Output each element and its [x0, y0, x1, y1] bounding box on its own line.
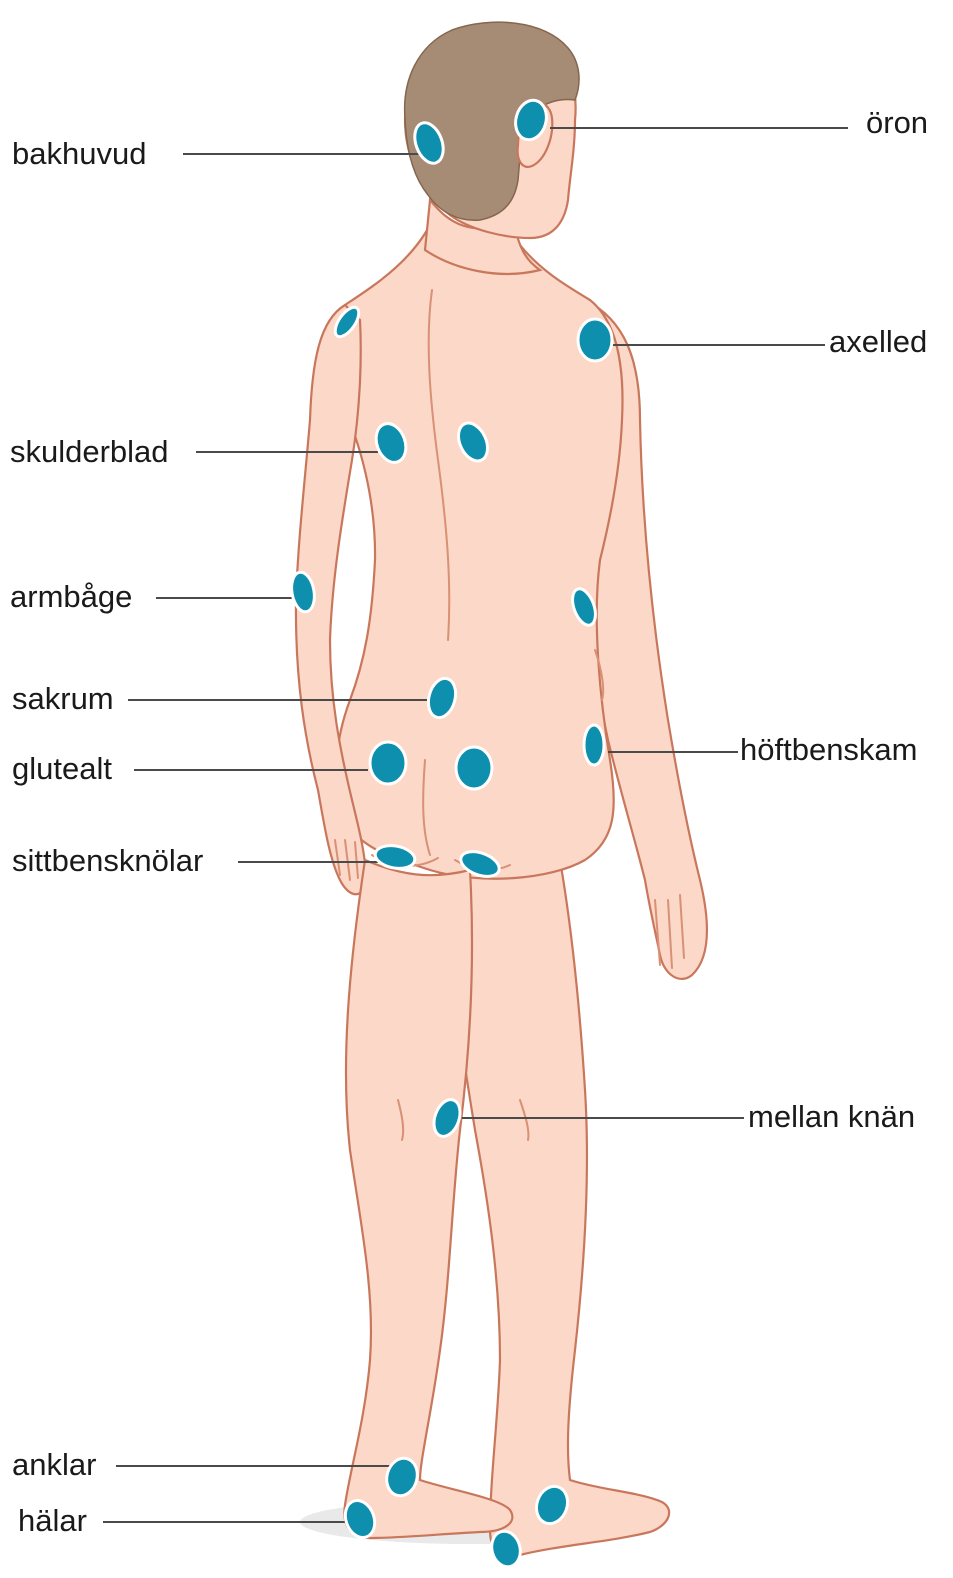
pressure-spot-glutealt-left — [370, 742, 406, 784]
label-skulderblad: skulderblad — [10, 436, 169, 467]
label-bakhuvud: bakhuvud — [12, 138, 146, 169]
label-halar: hälar — [18, 1505, 87, 1536]
label-glutealt: glutealt — [12, 753, 112, 784]
label-axelled: axelled — [829, 326, 927, 357]
pressure-spot-glutealt-right — [456, 747, 492, 789]
pressure-spot-axelled — [578, 319, 612, 361]
label-anklar: anklar — [12, 1449, 96, 1480]
label-sakrum: sakrum — [12, 683, 114, 714]
pressure-spot-hoftbenskam — [584, 725, 604, 765]
label-hoftbenskam: höftbenskam — [740, 734, 918, 765]
label-armbage: armbåge — [10, 581, 132, 612]
label-oron: öron — [866, 107, 928, 138]
right-leg — [440, 860, 669, 1556]
label-mellan-knan: mellan knän — [748, 1101, 915, 1132]
label-sittbensknolar: sittbensknölar — [12, 845, 203, 876]
